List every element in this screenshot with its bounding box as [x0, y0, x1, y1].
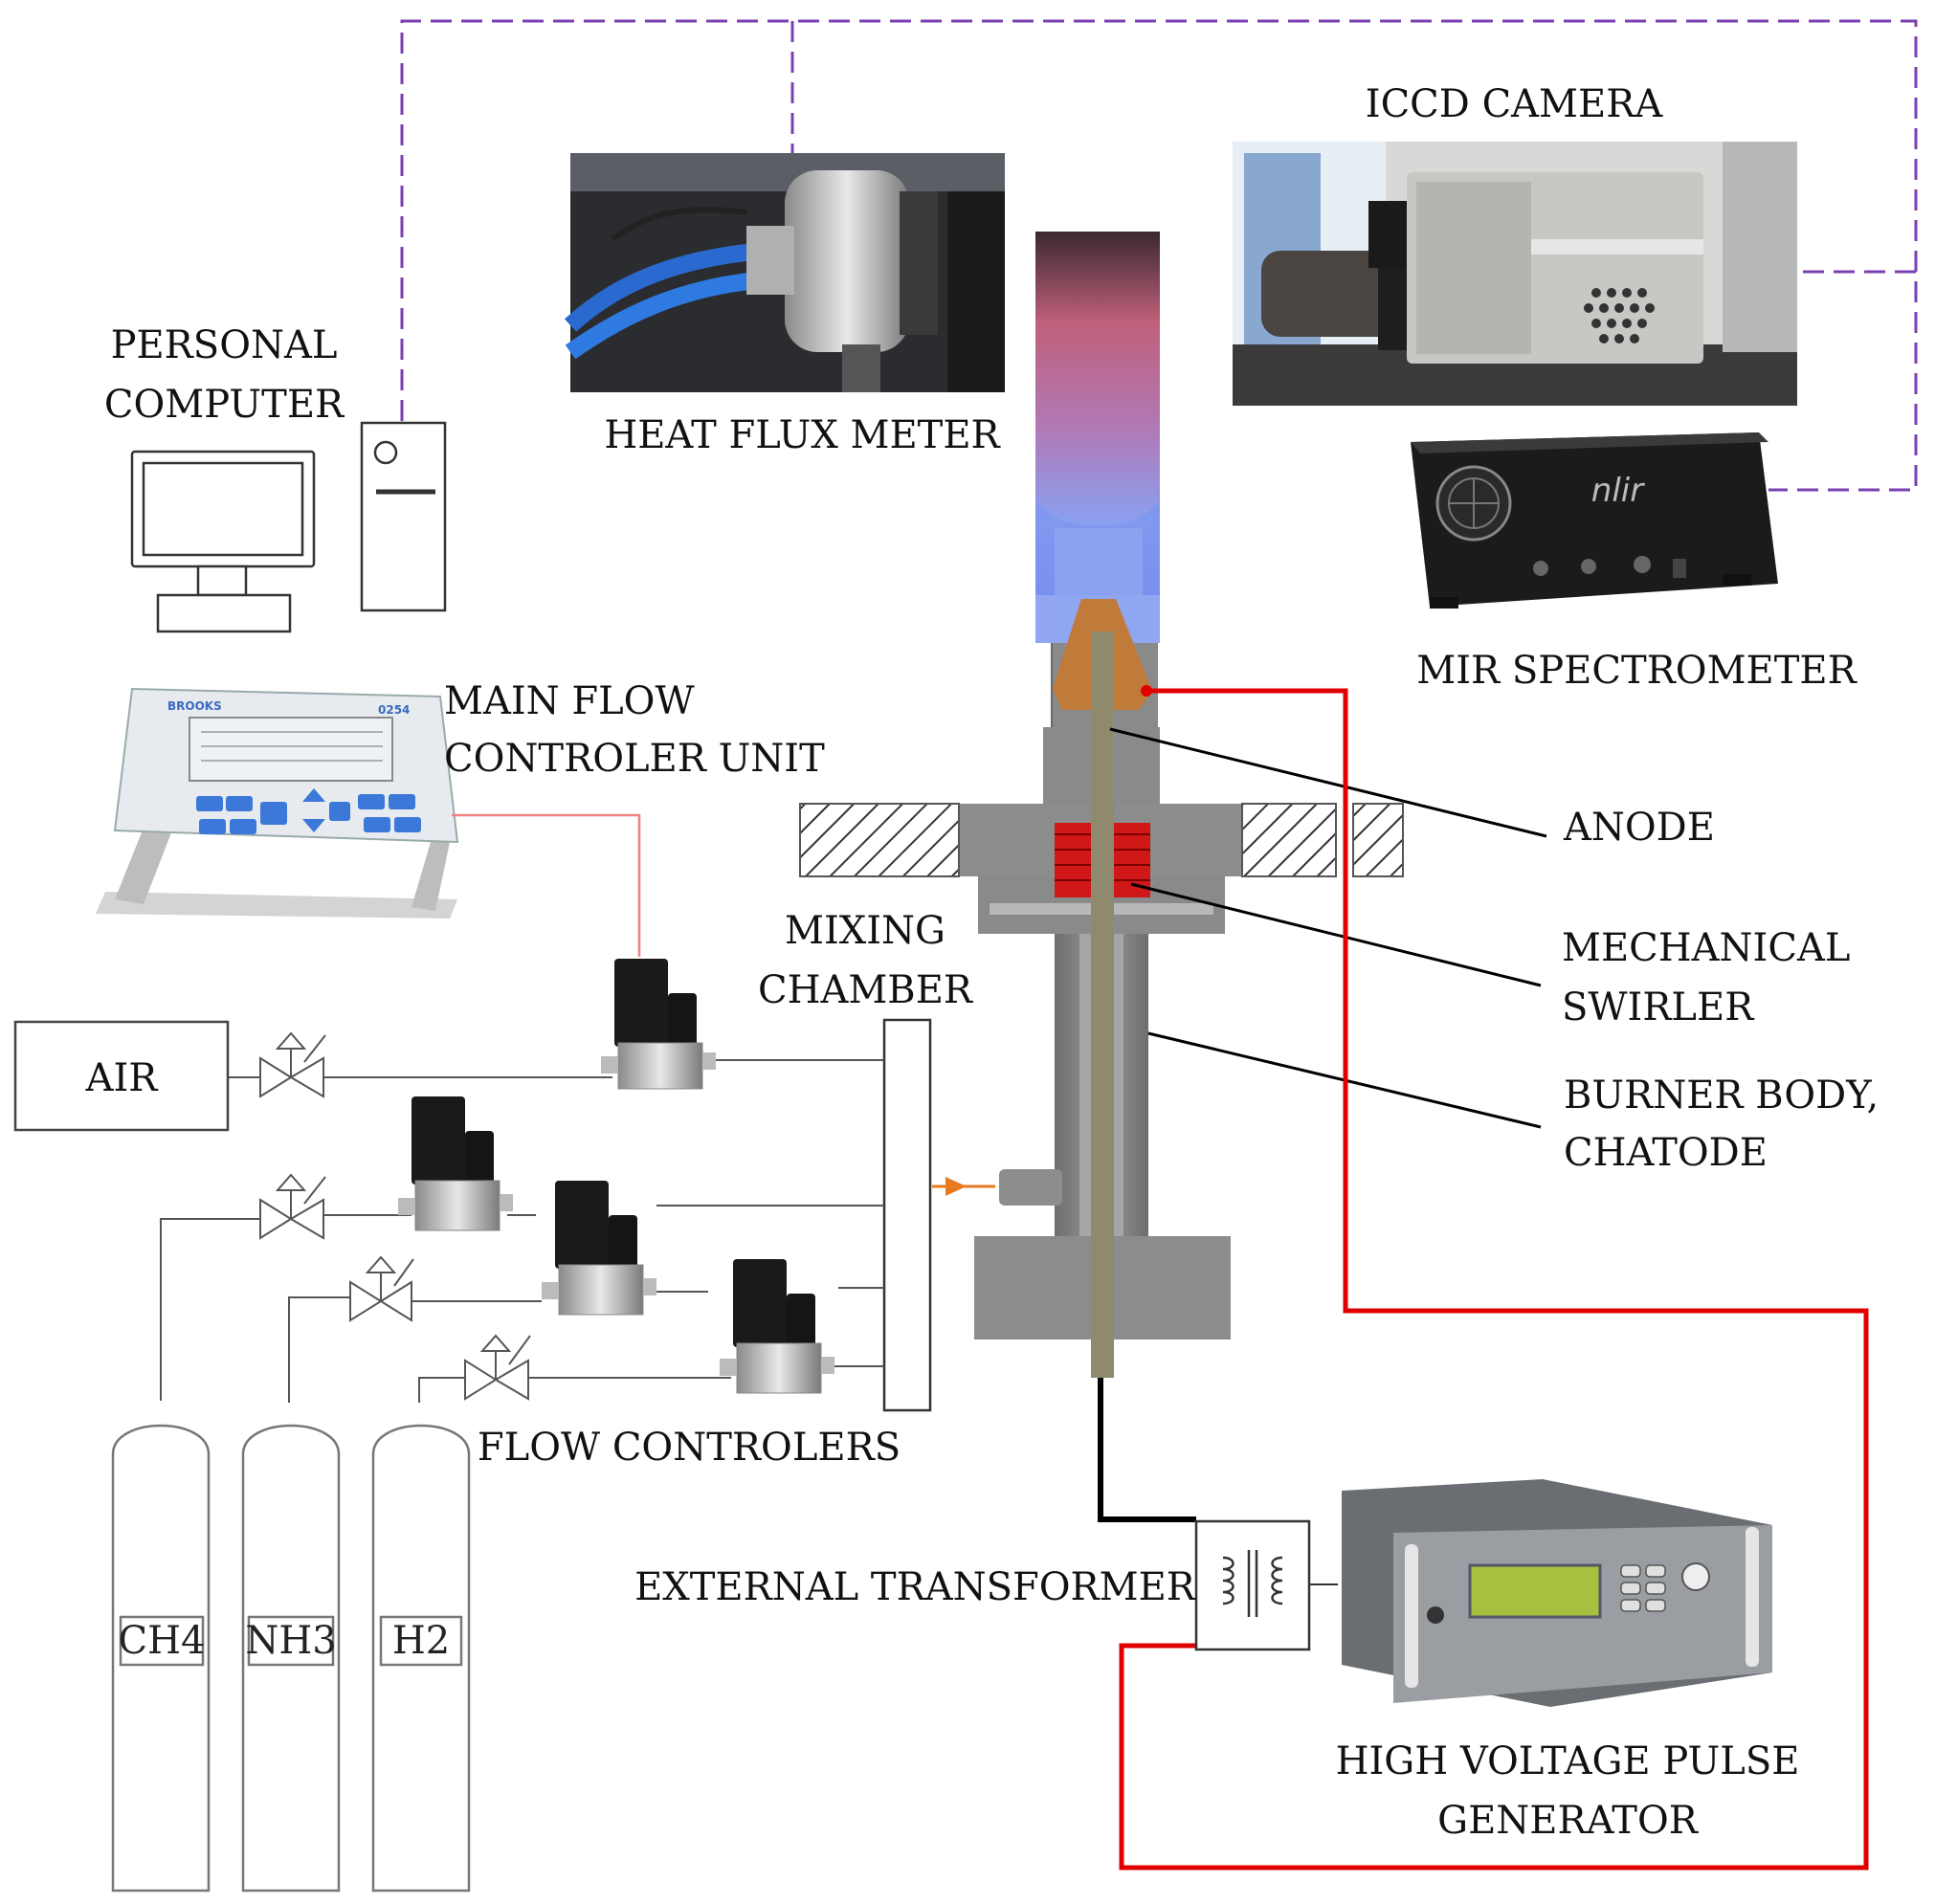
- brooks-logo: BROOKS: [167, 699, 222, 713]
- hv-generator-label-1: HIGH VOLTAGE PULSE: [1336, 1739, 1800, 1783]
- vent-holes: [1584, 288, 1655, 343]
- mixing-chamber: [882, 1018, 932, 1412]
- flow-controller: [601, 959, 716, 1090]
- main-flow-label-2: CONTROLER UNIT: [444, 737, 825, 781]
- iccd-camera-photo: [1233, 142, 1797, 406]
- external-transformer-label: EXTERNAL TRANSFORMER: [634, 1565, 1197, 1609]
- personal-computer-label-2: COMPUTER: [104, 383, 345, 427]
- external-transformer: [1194, 1519, 1311, 1651]
- anode-label: ANODE: [1563, 806, 1715, 850]
- gas-bottle-h2: [371, 1424, 471, 1893]
- valve-icon: [349, 1255, 414, 1322]
- transformer-icon: [1222, 1550, 1283, 1617]
- support-right: [1241, 803, 1337, 877]
- mechanical-swirler-label-1: MECHANICAL: [1562, 926, 1850, 970]
- burner-assembly: [959, 232, 1242, 1378]
- gas-bottle-ch4: [111, 1424, 211, 1893]
- iccd-camera-label: ICCD CAMERA: [1366, 82, 1664, 126]
- mir-spectrometer-label: MIR SPECTROMETER: [1416, 649, 1857, 693]
- gas-inlet: [999, 1169, 1062, 1206]
- feed-arrow: [932, 1177, 995, 1196]
- ground-wire: [1098, 1378, 1196, 1522]
- support-left: [799, 803, 960, 877]
- nh3-label: NH3: [245, 1619, 336, 1663]
- hv-wire: [1119, 688, 1869, 1871]
- burner-body-label-1: BURNER BODY,: [1564, 1074, 1879, 1118]
- burner-body-label-2: CHATODE: [1564, 1131, 1768, 1175]
- heat-flux-meter-photo: [564, 153, 1005, 392]
- lcd-display: [1468, 1563, 1602, 1619]
- personal-computer: [130, 421, 447, 633]
- lcd-screen: [189, 717, 393, 782]
- flow-controlers-label: FLOW CONTROLERS: [478, 1426, 901, 1470]
- hv-pulse-generator-device: [1342, 1479, 1772, 1707]
- mir-spectrometer-photo: nlir: [1411, 432, 1778, 609]
- air-label: AIR: [85, 1056, 160, 1100]
- signal-link: [452, 813, 641, 957]
- ch4-label: CH4: [119, 1619, 206, 1663]
- heat-flux-meter-label: HEAT FLUX METER: [604, 413, 1001, 457]
- hv-generator-label-2: GENERATOR: [1437, 1799, 1700, 1843]
- mixing-chamber-label-1: MIXING: [785, 909, 945, 953]
- mechanical-swirler-label-2: SWIRLER: [1562, 985, 1755, 1029]
- model-number: 0254: [378, 703, 410, 717]
- flow-controller: [542, 1181, 656, 1316]
- anode-rod: [1091, 631, 1114, 1378]
- main-flow-controller-device: BROOKS 0254: [96, 687, 459, 919]
- mixing-chamber-label-2: CHAMBER: [758, 968, 974, 1012]
- valve-icon: [464, 1334, 531, 1401]
- h2-label: H2: [392, 1619, 450, 1663]
- valve-icon: [259, 1173, 326, 1240]
- keypad-buttons: [196, 788, 421, 834]
- flow-controller: [720, 1259, 834, 1394]
- support-far-right: [1352, 803, 1404, 877]
- valve-icon: [259, 1031, 326, 1098]
- data-network-lines: [400, 19, 1918, 492]
- keyboard: [156, 593, 292, 633]
- hv-connection-point: [1141, 685, 1152, 697]
- main-flow-label-1: MAIN FLOW: [444, 679, 695, 723]
- flow-controller: [398, 1096, 513, 1231]
- air-source: [13, 1020, 230, 1132]
- personal-computer-label-1: PERSONAL: [111, 323, 338, 367]
- lens: [1261, 251, 1405, 337]
- gas-bottle-nh3: [241, 1424, 341, 1893]
- mir-logo: nlir: [1591, 472, 1645, 510]
